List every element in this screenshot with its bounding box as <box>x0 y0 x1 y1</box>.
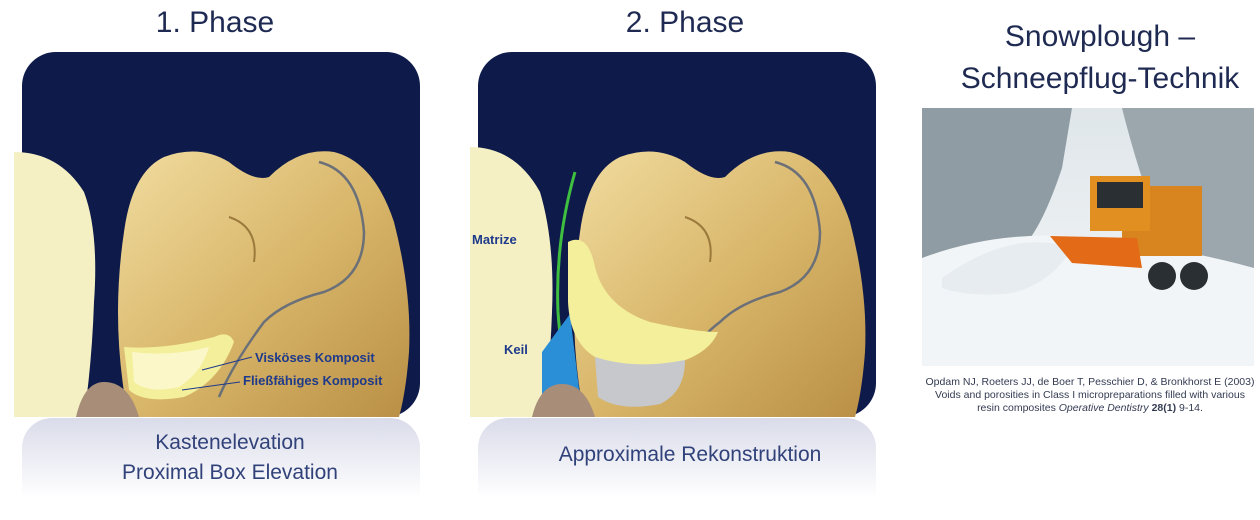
citation-volume: 28(1) <box>1152 402 1177 414</box>
phase-1-illustration: Visköses Komposit Fließfähiges Komposit <box>14 52 424 422</box>
snowplough-title-line2: Schneepflug-Technik <box>940 58 1260 100</box>
snowplough-photo <box>922 108 1254 366</box>
phase-1-caption-line1: Kastenelevation <box>40 428 420 458</box>
snowplough-title: Snowplough – Schneepflug-Technik <box>940 16 1260 100</box>
citation-pages: 9-14. <box>1179 402 1203 414</box>
phase-2-caption: Approximale Rekonstruktion <box>500 440 880 470</box>
wedge-label: Keil <box>504 342 528 357</box>
matrix-label: Matrize <box>472 232 517 247</box>
phase-1-caption-line2: Proximal Box Elevation <box>40 458 420 488</box>
truck-wheel-rear <box>1180 262 1208 290</box>
flowable-composite-label: Fließfähiges Komposit <box>243 373 383 388</box>
phase-1-caption: Kastenelevation Proximal Box Elevation <box>40 428 420 488</box>
truck-window <box>1097 182 1143 208</box>
truck-wheel-front <box>1148 262 1176 290</box>
neighbour-tooth <box>14 152 95 417</box>
phase-2-illustration: Matrize Keil <box>470 52 880 422</box>
phase-1-title: 1. Phase <box>115 6 315 40</box>
snowplough-title-line1: Snowplough – <box>940 16 1260 58</box>
citation: Opdam NJ, Roeters JJ, de Boer T, Pesschi… <box>925 376 1255 415</box>
phase-2-title: 2. Phase <box>585 6 785 40</box>
citation-journal: Operative Dentistry <box>1059 402 1149 414</box>
viscous-composite-label: Visköses Komposit <box>255 350 375 365</box>
